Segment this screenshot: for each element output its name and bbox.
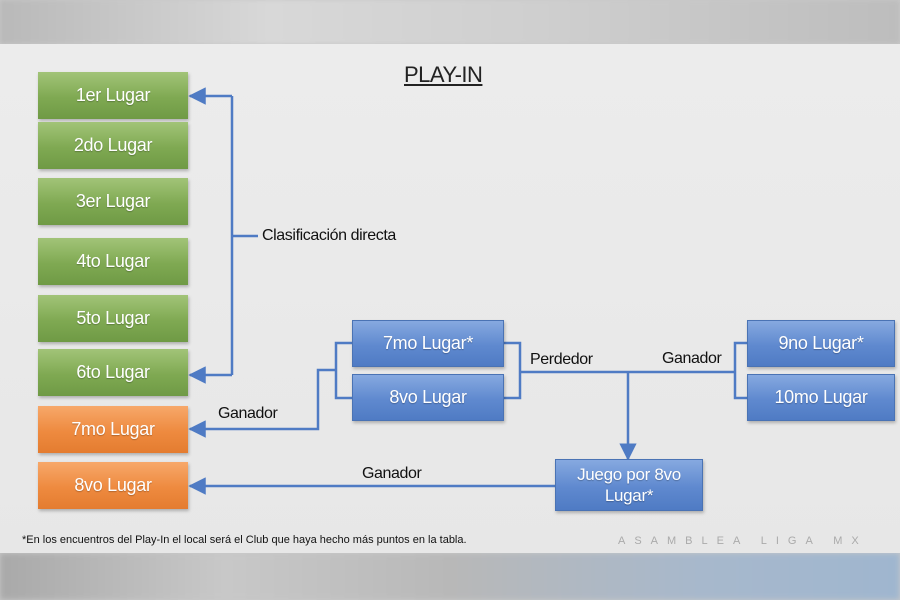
standing-1er: 1er Lugar — [38, 72, 188, 119]
game-9no-box: 9no Lugar* — [747, 320, 895, 367]
standing-5to: 5to Lugar — [38, 295, 188, 342]
brand-watermark: ASAMBLEA LIGA MX — [618, 535, 868, 547]
label-perdedor: Perdedor — [530, 351, 593, 368]
label-ganador-9-10: Ganador — [662, 350, 722, 367]
standing-4to: 4to Lugar — [38, 238, 188, 285]
label-clasificacion-directa: Clasificación directa — [262, 227, 396, 244]
label-ganador-7-8: Ganador — [218, 405, 278, 422]
bracket-9-10-left — [733, 341, 747, 400]
background-bottom — [0, 553, 900, 600]
standing-8vo: 8vo Lugar — [38, 462, 188, 509]
game-7mo-box: 7mo Lugar* — [352, 320, 504, 367]
label-ganador-final: Ganador — [362, 465, 422, 482]
game-8vo-box: 8vo Lugar — [352, 374, 504, 421]
standing-6to: 6to Lugar — [38, 349, 188, 396]
bracket-7-8-right — [504, 341, 522, 400]
arrow-ganador-7-8 — [188, 368, 336, 438]
background-top — [0, 0, 900, 44]
final-game-box: Juego por 8vo Lugar* — [555, 459, 703, 511]
bracket-7-8-left — [334, 341, 352, 400]
footnote: *En los encuentros del Play-In el local … — [22, 534, 467, 546]
game-10mo-box: 10mo Lugar — [747, 374, 895, 421]
page-title: PLAY-IN — [404, 62, 483, 87]
standing-2do: 2do Lugar — [38, 122, 188, 169]
standing-3er: 3er Lugar — [38, 178, 188, 225]
standing-7mo: 7mo Lugar — [38, 406, 188, 453]
